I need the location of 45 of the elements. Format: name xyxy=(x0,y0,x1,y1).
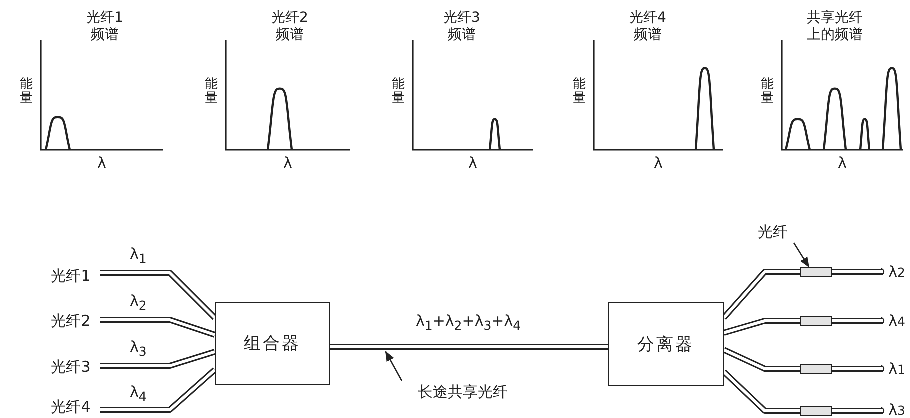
axis-label: λ xyxy=(837,154,848,172)
optical-fiber xyxy=(832,318,883,324)
fiber-label: 光纤3 xyxy=(45,356,97,378)
optical-fiber xyxy=(723,318,800,336)
process-box: 组合器 xyxy=(215,302,330,385)
chart-title: 光纤4频谱 xyxy=(628,10,668,44)
axis-label: 能量 xyxy=(392,78,405,107)
fiber-label: 光纤4 xyxy=(45,396,97,418)
axis-label: λ xyxy=(653,154,664,172)
axis-label: λ xyxy=(96,154,108,172)
fiber-label: 光纤2 xyxy=(45,310,97,332)
fiber-label: 长途共享光纤 xyxy=(402,381,524,403)
axis-label: 能量 xyxy=(205,78,218,107)
axis-label: λ xyxy=(468,154,478,172)
optical-fiber xyxy=(100,270,218,320)
edge-label: λ$_{1}$+λ$_{2}$+λ$_{3}$+λ$_{4}$ xyxy=(414,313,524,333)
process-box: 分离器 xyxy=(608,302,724,386)
optical-fiber xyxy=(832,366,883,372)
optical-fiber xyxy=(832,408,883,414)
fiber-sleeve xyxy=(800,316,832,326)
axis-label: 能量 xyxy=(20,78,33,107)
axis-label: λ xyxy=(282,154,294,172)
edge-label: λ$_{4}$ xyxy=(128,384,149,404)
leader-line xyxy=(385,351,403,382)
optical-fiber xyxy=(100,317,216,338)
chart-title: 光纤3频谱 xyxy=(442,10,482,44)
chart-title: 光纤2频谱 xyxy=(270,10,310,44)
axis-label: 能量 xyxy=(761,78,774,107)
optical-fiber xyxy=(722,347,800,372)
optical-fiber xyxy=(330,344,608,350)
chart-title: 光纤1频谱 xyxy=(86,10,124,44)
leader-line xyxy=(793,242,810,268)
fiber-sleeve xyxy=(800,364,832,374)
chart-title: 共享光纤上的频谱 xyxy=(806,10,864,44)
fiber-label: 光纤 xyxy=(752,221,794,243)
fiber-sleeve xyxy=(800,406,832,416)
optical-fiber xyxy=(100,349,216,369)
axis-label: 能量 xyxy=(573,78,586,107)
optical-fiber xyxy=(832,269,883,275)
fiber-sleeve xyxy=(800,267,832,277)
edge-label: λ$_{1}$ xyxy=(128,246,149,266)
edge-label: λ$_{2}$ xyxy=(128,293,149,313)
edge-label: λ$_{3}$ xyxy=(128,339,149,359)
optical-fiber xyxy=(100,368,217,413)
fiber-label: 光纤1 xyxy=(45,265,97,287)
